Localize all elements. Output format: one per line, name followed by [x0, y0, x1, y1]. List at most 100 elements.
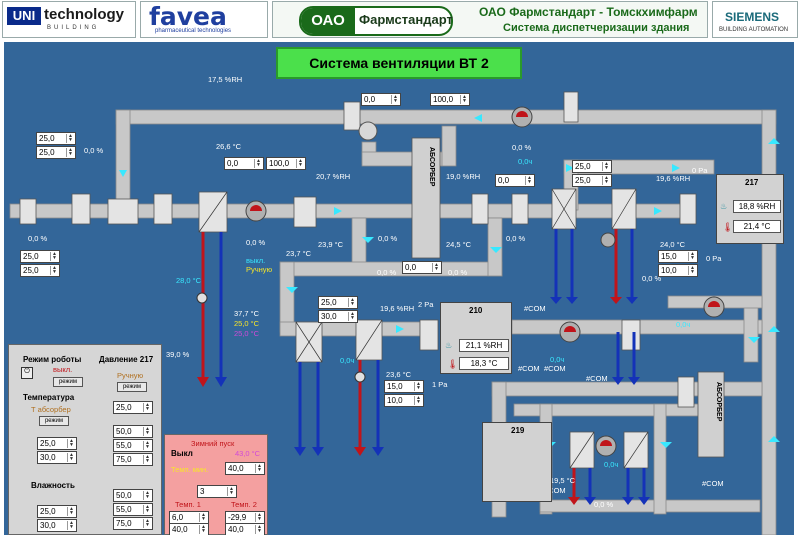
hum-r-3-value: 75,0 — [116, 519, 132, 528]
setpoint-m4[interactable]: 10,0▲▼ — [384, 394, 424, 407]
sensor-temp-23-6: 23,6 °C — [386, 370, 412, 379]
spin-icon[interactable]: ▲▼ — [432, 263, 440, 272]
spin-icon[interactable]: ▲▼ — [348, 312, 356, 321]
setpoint-m2[interactable]: 30,0▲▼ — [318, 310, 358, 323]
setpoint-r1-value: 25,0 — [575, 162, 591, 171]
spin-icon[interactable]: ▲▼ — [143, 427, 151, 436]
room-217[interactable]: 217 18,8 %RH 21,4 °C ♨ 🌡 — [716, 174, 784, 244]
spin-icon[interactable]: ▲▼ — [525, 176, 533, 185]
winter-left-sp-1[interactable]: 6,0▲▼ — [169, 511, 209, 524]
sensor-0ch-top: 0,0ч — [518, 157, 533, 166]
spin-icon[interactable]: ▲▼ — [414, 382, 422, 391]
mode-button[interactable]: режим — [53, 377, 83, 387]
spin-icon[interactable]: ▲▼ — [67, 439, 75, 448]
thermometer-icon: 🌡 — [447, 359, 459, 369]
setpoint-r2[interactable]: 25,0▲▼ — [572, 174, 612, 187]
sensor-temp-24: 24,0 °C — [660, 240, 686, 249]
hum-r-3[interactable]: 75,0 ▲▼ — [113, 517, 153, 530]
mid-right-riser — [743, 301, 759, 363]
spin-icon[interactable]: ▲▼ — [688, 266, 696, 275]
sensor-com-2: #COM — [518, 364, 540, 373]
spin-icon[interactable]: ▲▼ — [391, 95, 399, 104]
setpoint-top-b-value: 100,0 — [433, 95, 454, 104]
spin-icon[interactable]: ▲▼ — [143, 491, 151, 500]
setpoint-m1[interactable]: 25,0▲▼ — [318, 296, 358, 309]
winter-start-panel: Зимний пуск Выкл 43,0 °C Темп. мин. 40,0… — [164, 434, 268, 535]
winter-left-sp-2[interactable]: 40,0 ▲▼ — [169, 523, 209, 535]
spin-icon[interactable]: ▲▼ — [602, 176, 610, 185]
sensor-pct-g: 0,0 % — [448, 268, 468, 277]
setpoint-r4[interactable]: 10,0▲▼ — [658, 264, 698, 277]
absorber-1-label: АБСОРБЕР — [428, 147, 435, 187]
spin-icon[interactable]: ▲▼ — [143, 441, 151, 450]
setpoint-m3[interactable]: 15,0▲▼ — [384, 380, 424, 393]
winter-temp-min-setpoint[interactable]: 40,0▲▼ — [225, 462, 265, 475]
setpoint-fan-1[interactable]: 0,0▲▼ — [495, 174, 535, 187]
setpoint-top-b[interactable]: 100,0 ▲▼ — [430, 93, 470, 106]
hum-sp-2[interactable]: 30,0▲▼ — [37, 519, 77, 532]
pressure-button[interactable]: режим — [117, 382, 147, 392]
spin-icon[interactable]: ▲▼ — [67, 521, 75, 530]
uni-technology-logo: UNI technology BUILDING — [2, 1, 136, 38]
spin-icon[interactable]: ▲▼ — [199, 525, 207, 534]
hum-sp-1[interactable]: 25,0▲▼ — [37, 505, 77, 518]
spin-icon[interactable]: ▲▼ — [143, 403, 151, 412]
spin-icon[interactable]: ▲▼ — [255, 525, 263, 534]
spin-icon[interactable]: ▲▼ — [50, 252, 58, 261]
winter-count-setpoint[interactable]: 3▲▼ — [197, 485, 237, 498]
spin-icon[interactable]: ▲▼ — [688, 252, 696, 261]
pressure-setpoint[interactable]: 25,0▲▼ — [113, 401, 153, 414]
temp-sp-1[interactable]: 25,0▲▼ — [37, 437, 77, 450]
spin-icon[interactable]: ▲▼ — [602, 162, 610, 171]
sensor-pct-d: 0,0 % — [378, 234, 398, 243]
setpoint-r3[interactable]: 15,0▲▼ — [658, 250, 698, 263]
fan-right-blade — [708, 301, 720, 307]
setpoint-mid-b[interactable]: 100,0▲▼ — [266, 157, 306, 170]
spin-icon[interactable]: ▲▼ — [414, 396, 422, 405]
spin-icon[interactable]: ▲▼ — [460, 95, 468, 104]
power-icon[interactable]: ⏻ — [21, 367, 33, 379]
spin-icon[interactable]: ▲▼ — [67, 507, 75, 516]
sensor-0pa-2: 0 Pa — [706, 254, 722, 263]
spin-icon[interactable]: ▲▼ — [66, 148, 74, 157]
spin-icon[interactable]: ▲▼ — [143, 505, 151, 514]
setpoint-left-4-value: 25,0 — [23, 266, 39, 275]
spin-icon[interactable]: ▲▼ — [254, 159, 262, 168]
winter-right-sp-2[interactable]: 40,0▲▼ — [225, 523, 265, 535]
spin-icon[interactable]: ▲▼ — [255, 513, 263, 522]
spin-icon[interactable]: ▲▼ — [199, 513, 207, 522]
spin-icon[interactable]: ▲▼ — [296, 159, 304, 168]
spin-icon[interactable]: ▲▼ — [66, 134, 74, 143]
setpoint-left-2[interactable]: 25,0▲▼ — [36, 146, 76, 159]
setpoint-mid-a[interactable]: 0,0▲▼ — [224, 157, 264, 170]
setpoint-left-4[interactable]: 25,0 ▲▼ — [20, 264, 60, 277]
spin-icon[interactable]: ▲▼ — [67, 453, 75, 462]
spin-icon[interactable]: ▲▼ — [227, 487, 235, 496]
room-219[interactable]: 219 — [482, 422, 552, 502]
hum-r-1[interactable]: 50,0▲▼ — [113, 489, 153, 502]
temperature-button[interactable]: режим — [39, 416, 69, 426]
temperature-sub: Т абсорбер — [31, 405, 71, 414]
sensor-temp-top: 26,6 °C — [216, 142, 242, 151]
temp-r-2[interactable]: 55,0▲▼ — [113, 439, 153, 452]
spin-icon[interactable]: ▲▼ — [143, 455, 151, 464]
winter-left-sp-2-value: 40,0 — [172, 525, 188, 534]
spin-icon[interactable]: ▲▼ — [143, 519, 151, 528]
setpoint-center-a[interactable]: 0,0▲▼ — [402, 261, 442, 274]
setpoint-left-1[interactable]: 25,0▲▼ — [36, 132, 76, 145]
room-210[interactable]: 210 21,1 %RH 18,3 °C ♨ 🌡 — [440, 302, 512, 374]
hum-r-2[interactable]: 55,0▲▼ — [113, 503, 153, 516]
spin-icon[interactable]: ▲▼ — [348, 298, 356, 307]
top-return-duct — [115, 109, 777, 125]
temp-r-1[interactable]: 50,0▲▼ — [113, 425, 153, 438]
pressure-value: Ручную — [117, 371, 144, 380]
spin-icon[interactable]: ▲▼ — [255, 464, 263, 473]
temp-sp-2[interactable]: 30,0▲▼ — [37, 451, 77, 464]
setpoint-r1[interactable]: 25,0 ▲▼ — [572, 160, 612, 173]
humidity-icon: ♨ — [445, 341, 453, 350]
flow-arrow-11 — [396, 325, 404, 333]
spin-icon[interactable]: ▲▼ — [50, 266, 58, 275]
temp-r-3[interactable]: 75,0▲▼ — [113, 453, 153, 466]
setpoint-left-3[interactable]: 25,0▲▼ — [20, 250, 60, 263]
setpoint-top-a[interactable]: 0,0▲▼ — [361, 93, 401, 106]
